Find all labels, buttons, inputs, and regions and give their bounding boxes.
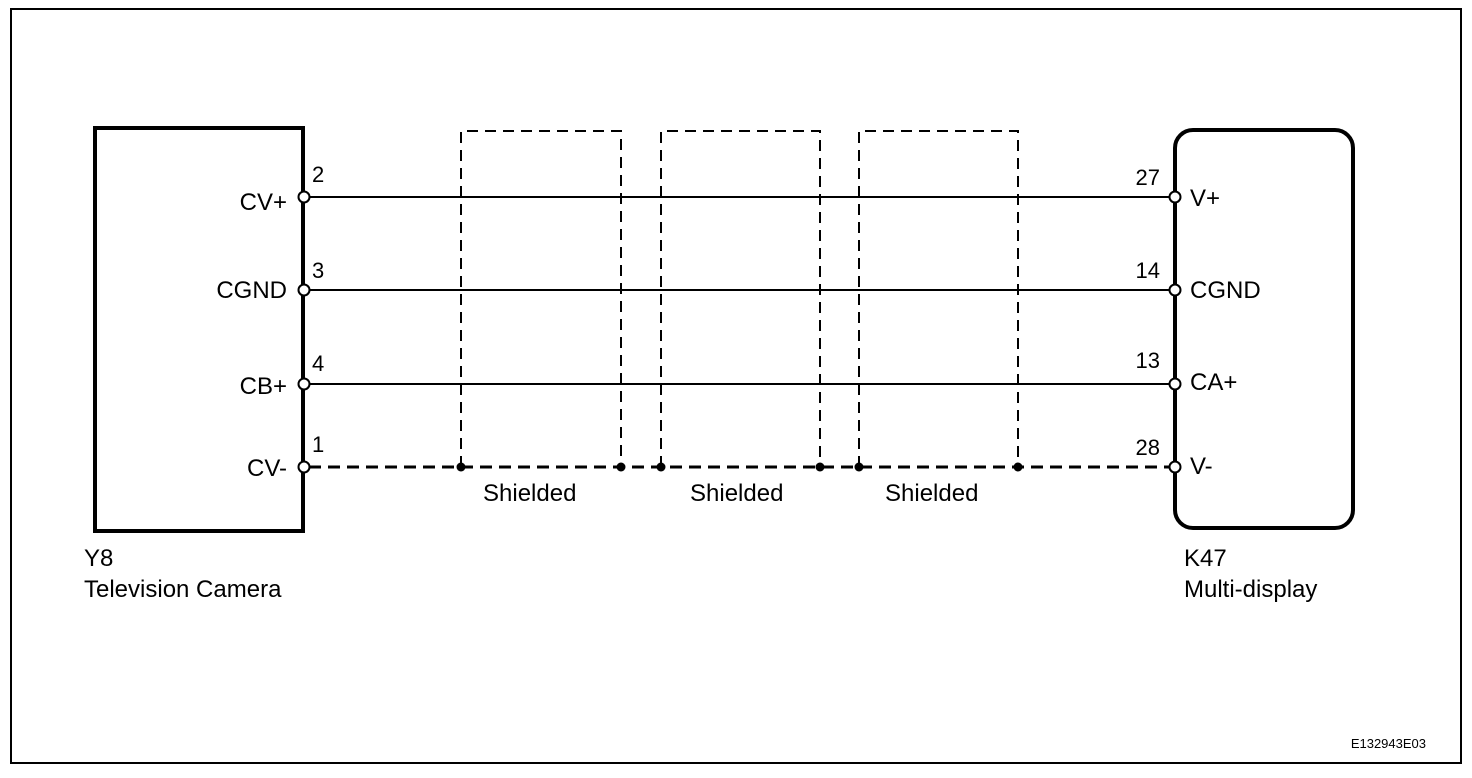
- pin-number: 27: [1136, 165, 1160, 190]
- terminal-label: CA+: [1190, 369, 1237, 396]
- pin-number: 2: [312, 162, 324, 187]
- terminal-label: V-: [1190, 453, 1213, 480]
- right-component-name: Multi-display: [1184, 576, 1317, 603]
- left-terminal-circles: [297, 190, 311, 474]
- right-terminal-circles: [1168, 190, 1182, 474]
- diagram-frame: [10, 8, 1462, 764]
- shield-junction-dots: [456, 462, 1023, 472]
- television-camera-box: [93, 126, 305, 533]
- right-component-code: K47: [1184, 545, 1227, 572]
- left-component-name: Television Camera: [84, 576, 282, 603]
- pin-number: 28: [1136, 435, 1160, 460]
- shield-label: Shielded: [885, 480, 978, 507]
- shield-1: [460, 130, 622, 467]
- terminal-label: CV+: [240, 189, 287, 216]
- shield-label: Shielded: [690, 480, 783, 507]
- shield-3: [858, 130, 1019, 467]
- terminal-label: CV-: [247, 455, 287, 482]
- pin-number: 13: [1136, 348, 1160, 373]
- pin-number: 4: [312, 351, 324, 376]
- terminal-label: V+: [1190, 185, 1220, 212]
- left-component-code: Y8: [84, 545, 113, 572]
- multi-display-box: [1173, 128, 1355, 530]
- figure-code: E132943E03: [1351, 736, 1426, 751]
- terminal-label: CB+: [240, 373, 287, 400]
- terminal-label: CGND: [216, 277, 287, 304]
- pin-number: 14: [1136, 258, 1160, 283]
- pin-number: 1: [312, 432, 324, 457]
- shield-label: Shielded: [483, 480, 576, 507]
- terminal-label: CGND: [1190, 277, 1261, 304]
- shield-2: [660, 130, 821, 467]
- pin-number: 3: [312, 258, 324, 283]
